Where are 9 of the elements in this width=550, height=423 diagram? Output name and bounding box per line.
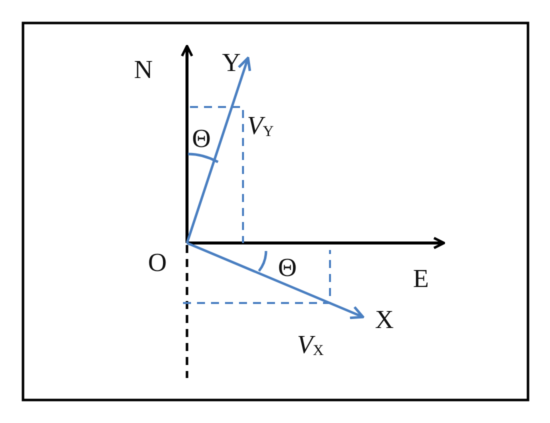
axis-label: V$_{X}$ xyxy=(297,332,324,358)
axis-label: E xyxy=(413,266,429,292)
axis-label: O xyxy=(148,250,167,276)
axis-label: X xyxy=(375,307,394,333)
axis-label: Y xyxy=(222,50,241,76)
axis-label: Θ xyxy=(278,255,297,281)
axis-label: V$_{Y}$ xyxy=(247,113,274,139)
axis-label: N xyxy=(134,57,153,83)
axis-label: Θ xyxy=(192,126,211,152)
